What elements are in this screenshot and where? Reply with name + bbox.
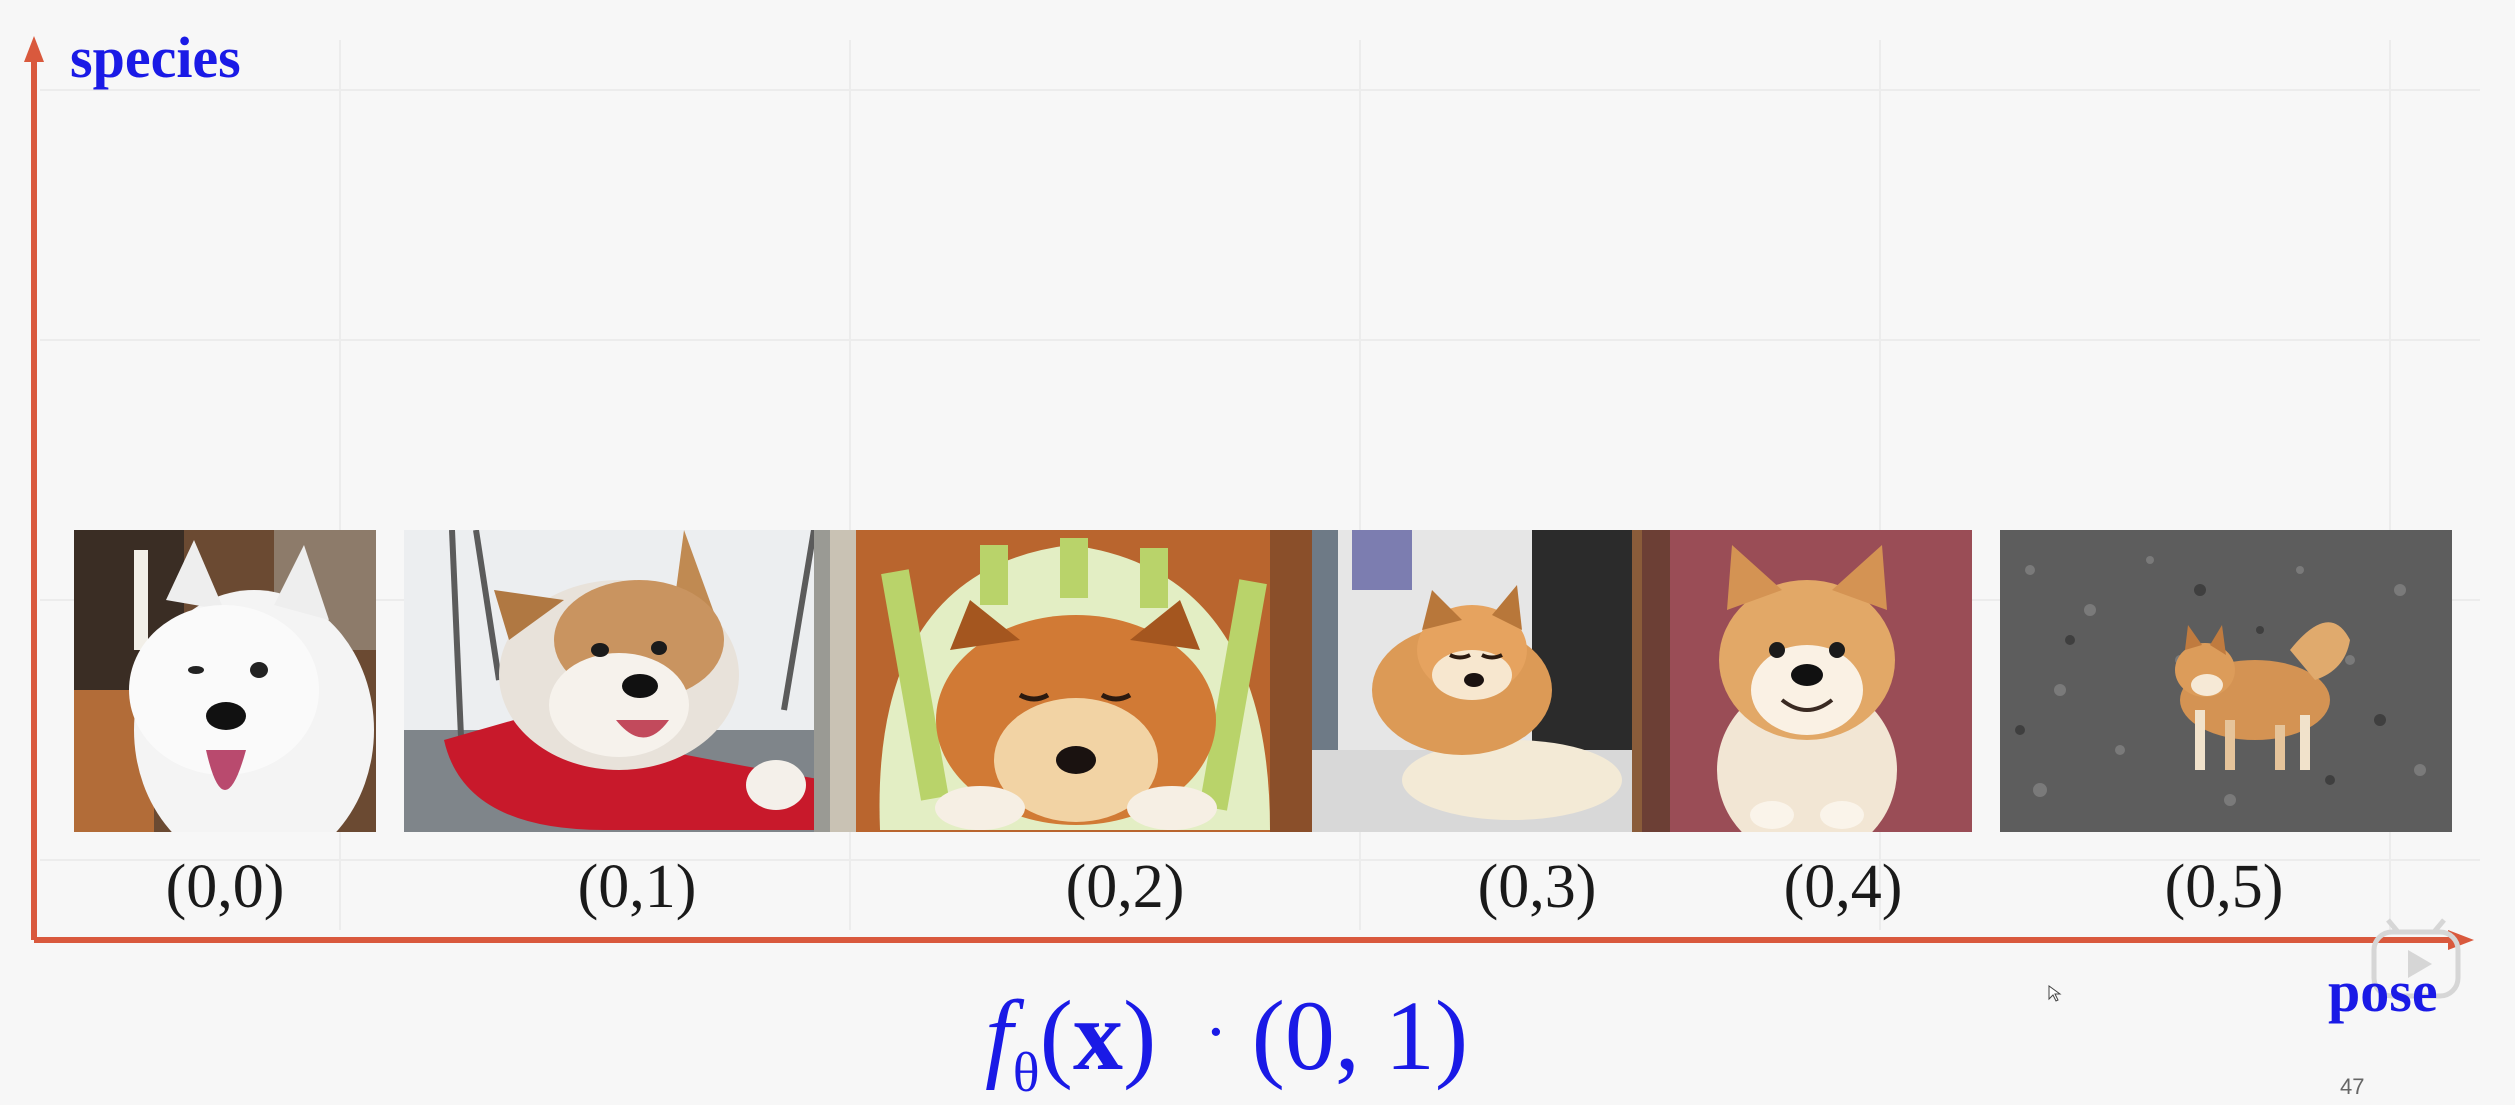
formula-theta: θ <box>1012 1042 1040 1104</box>
dog-photo-5 <box>2000 530 2452 832</box>
dog-photo-2 <box>830 530 1312 832</box>
formula-vector: (0, 1) <box>1251 980 1469 1091</box>
pose-axis-label: pose <box>2328 959 2438 1024</box>
coord-label-5: (0,5) <box>2164 853 2284 921</box>
formula-x: x <box>1072 980 1123 1091</box>
species-axis-label: species <box>70 25 241 90</box>
coord-label-2: (0,2) <box>1065 853 1185 921</box>
coord-label-3: (0,3) <box>1477 853 1597 921</box>
formula-paren-close: ) <box>1122 980 1157 1091</box>
formula-f: f <box>985 980 1013 1091</box>
play-icon[interactable] <box>2368 918 2464 1007</box>
x-axis-arrowhead <box>2448 930 2474 950</box>
coord-label-1: (0,1) <box>577 853 697 921</box>
formula-paren-open: ( <box>1039 980 1073 1091</box>
coord-label-4: (0,4) <box>1783 853 1903 921</box>
dog-photo-3 <box>1312 530 1642 832</box>
page-number: 47 <box>2340 1074 2365 1099</box>
mouse-cursor-icon <box>2048 985 2062 1008</box>
y-axis-arrowhead <box>24 36 44 62</box>
coord-label-0: (0,0) <box>165 853 285 921</box>
formula-dot: · <box>1204 994 1228 1071</box>
dog-photo-1 <box>404 530 830 832</box>
projection-formula: fθ(x) · (0, 1) <box>985 978 1468 1105</box>
dog-photo-0 <box>74 530 376 832</box>
dog-photo-4 <box>1642 530 1972 832</box>
